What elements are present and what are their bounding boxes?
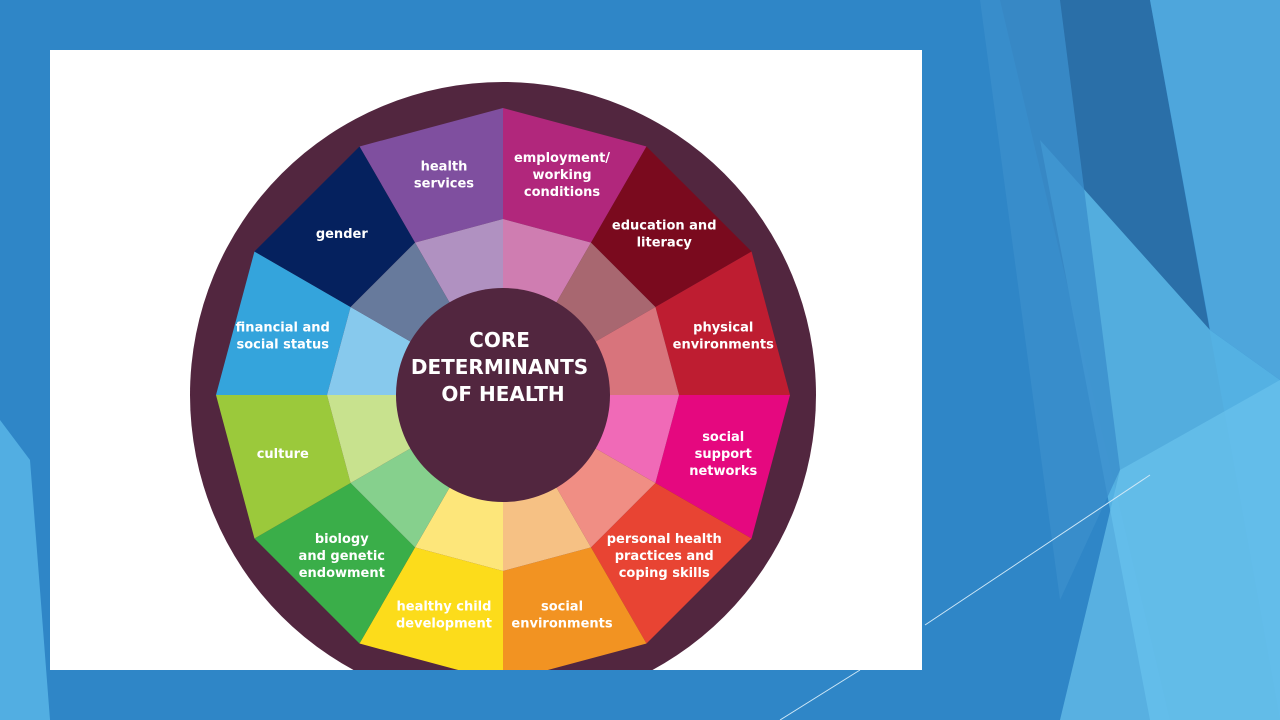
- inner-segment-gender: [350, 242, 450, 342]
- segment-social-environments: [503, 547, 647, 670]
- label-social-support-networks: social support networks: [689, 430, 757, 479]
- label-line: services: [414, 176, 474, 191]
- center-label: CORE DETERMINANTS OF HEALTH: [411, 328, 595, 406]
- inner-segment-health-services: [415, 219, 503, 303]
- label-line: health: [421, 159, 468, 174]
- bg-shape: [1150, 0, 1280, 380]
- inner-segment-social-support-networks: [595, 395, 679, 483]
- inner-segment-social-environments: [503, 487, 591, 571]
- label-line: endowment: [299, 566, 385, 581]
- inner-segment-personal-health-practices-and-coping-skills: [556, 448, 656, 548]
- label-personal-health-practices-and-coping-skills: personal health practices and coping skill…: [607, 532, 722, 581]
- label-line: environments: [673, 337, 774, 352]
- segment-biology-and-genetic-endowment: [254, 483, 415, 644]
- label-line: personal health: [607, 532, 722, 547]
- segment-physical-environments: [655, 251, 790, 395]
- center-circle: [396, 288, 610, 502]
- label-healthy-child-development: healthy child development: [396, 600, 492, 632]
- bg-shape: [980, 0, 1120, 600]
- segments: [216, 108, 790, 670]
- label-line: working: [533, 168, 592, 183]
- label-line: social: [541, 600, 583, 615]
- label-line: conditions: [524, 185, 601, 200]
- center-line-3: OF HEALTH: [441, 382, 564, 406]
- label-line: employment/: [514, 151, 610, 166]
- label-physical-environments: physical environments: [673, 320, 774, 352]
- inner-segment-education-and-literacy: [556, 242, 656, 342]
- label-line: development: [396, 617, 492, 632]
- label-line: networks: [689, 464, 757, 479]
- label-line: education and: [612, 218, 717, 233]
- segment-social-support-networks: [655, 395, 790, 539]
- segment-personal-health-practices-and-coping-skills: [591, 483, 752, 644]
- segment-employment-working-conditions: [503, 108, 647, 243]
- label-financial-and-social-status: financial and social status: [236, 320, 330, 352]
- segment-healthy-child-development: [359, 547, 503, 670]
- inner-ring: [327, 219, 679, 571]
- label-education-and-literacy: education and literacy: [612, 218, 717, 250]
- segment-financial-and-social-status: [216, 251, 351, 395]
- label-line: healthy child: [397, 600, 492, 615]
- bg-line: [924, 474, 1151, 626]
- label-line: support: [695, 447, 752, 462]
- label-line: social status: [237, 337, 330, 352]
- inner-segment-culture: [327, 395, 411, 483]
- inner-segment-healthy-child-development: [415, 487, 503, 571]
- segment-labels: health services employment/working conditio…: [236, 151, 774, 632]
- segment-health-services: [359, 108, 503, 243]
- inner-segment-employment-working-conditions: [503, 219, 591, 303]
- label-line: culture: [257, 447, 309, 462]
- label-line: financial and: [236, 320, 330, 335]
- segment-education-and-literacy: [591, 146, 752, 307]
- inner-segment-financial-and-social-status: [327, 307, 411, 395]
- label-line: practices and: [615, 549, 714, 564]
- center-line-2: DETERMINANTS: [411, 355, 588, 379]
- label-line: literacy: [637, 235, 693, 250]
- label-gender: gender: [316, 227, 369, 242]
- label-line: physical: [693, 320, 753, 335]
- label-line: environments: [511, 617, 612, 632]
- segment-gender: [254, 146, 415, 307]
- inner-segment-biology-and-genetic-endowment: [350, 448, 450, 548]
- center-line-1: CORE: [469, 328, 530, 352]
- label-line: gender: [316, 227, 369, 242]
- label-health-services: health services: [414, 159, 474, 191]
- label-biology-and-genetic-endowment: biology and genetic endowment: [299, 532, 385, 581]
- label-line: coping skills: [619, 566, 710, 581]
- label-social-environments: social environments: [511, 600, 612, 632]
- bg-line: [779, 669, 861, 720]
- bg-shape: [0, 420, 50, 720]
- figure-card: health services employment/working conditio…: [50, 50, 922, 670]
- determinants-wheel: health services employment/working conditio…: [190, 82, 816, 670]
- label-line: social: [702, 430, 744, 445]
- bg-shape: [1060, 380, 1280, 720]
- label-line: biology: [315, 532, 369, 547]
- label-culture: culture: [257, 447, 309, 462]
- label-employment-working-conditions: employment/working conditions: [514, 151, 610, 200]
- inner-segment-physical-environments: [595, 307, 679, 395]
- segment-culture: [216, 395, 351, 539]
- label-line: and genetic: [299, 549, 385, 564]
